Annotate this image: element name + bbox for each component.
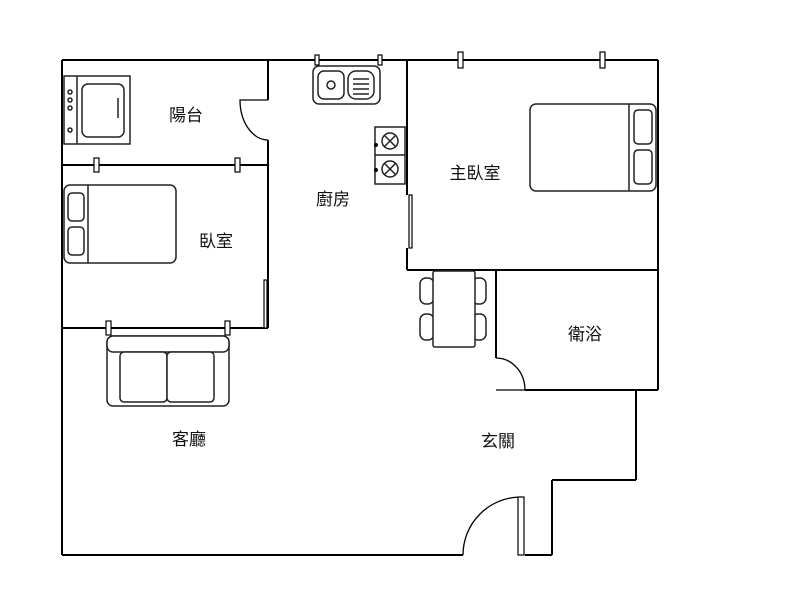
room-label-balcony: 陽台	[169, 106, 203, 126]
doors	[239, 99, 526, 556]
windows	[93, 51, 606, 336]
dining-table-icon	[419, 270, 487, 348]
room-label-entrance: 玄關	[481, 432, 515, 452]
washing-machine-icon	[63, 75, 131, 145]
room-label-living-room: 客廳	[172, 430, 206, 450]
stove-icon	[374, 126, 406, 185]
sofa-icon	[106, 335, 230, 407]
room-label-master-bedroom: 主臥室	[450, 164, 501, 184]
kitchen-sink-icon	[312, 65, 381, 105]
walls	[61, 59, 659, 556]
master-bed-icon	[529, 103, 657, 192]
room-labels: 陽台 廚房 主臥室 臥室 衛浴 客廳 玄關	[169, 106, 602, 452]
room-label-kitchen: 廚房	[316, 189, 350, 210]
room-label-bedroom: 臥室	[199, 232, 233, 252]
room-label-bathroom: 衛浴	[568, 325, 602, 345]
bed-icon	[63, 184, 177, 264]
